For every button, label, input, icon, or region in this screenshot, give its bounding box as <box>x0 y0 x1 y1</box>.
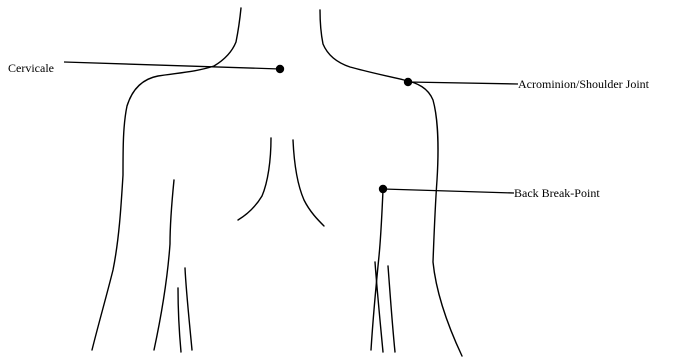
acromion-label: Acrominion/Shoulder Joint <box>518 77 650 91</box>
left-forearm-inner-outline <box>178 288 181 352</box>
back-break-point-label: Back Break-Point <box>514 186 600 200</box>
acromion-leader-line <box>408 82 518 84</box>
acromion-annotation: Acrominion/Shoulder Joint <box>404 77 650 91</box>
left-forearm-outline <box>185 268 192 350</box>
cervicale-annotation: Cervicale <box>8 61 284 75</box>
right-forearm-outline <box>375 262 383 352</box>
acromion-point <box>404 78 412 86</box>
left-neck-shoulder-outline <box>92 8 241 350</box>
cervicale-label: Cervicale <box>8 61 54 75</box>
left-arm-inner-outline <box>154 180 174 350</box>
cervicale-point <box>276 65 284 73</box>
right-forearm-inner-outline <box>388 266 395 352</box>
left-scapula-outline <box>238 138 271 220</box>
back-break-point-annotation: Back Break-Point <box>379 185 601 200</box>
back-break-point-leader-line <box>383 189 514 193</box>
right-scapula-outline <box>293 140 324 226</box>
body-outline <box>92 8 462 356</box>
cervicale-leader-line <box>64 62 280 69</box>
back-break-point <box>379 185 387 193</box>
